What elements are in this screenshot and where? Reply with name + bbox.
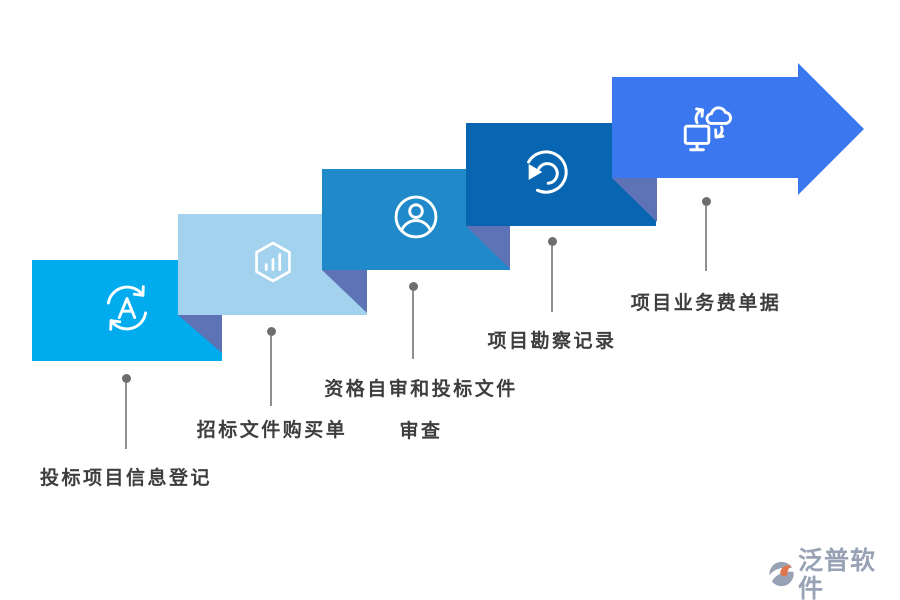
watermark: 泛普软件 www.fanpusoft.com [768, 548, 898, 600]
connector-1 [121, 374, 131, 449]
connector-4 [547, 237, 557, 312]
connector-line [270, 336, 272, 406]
fanpu-logo-icon [768, 559, 796, 594]
step-label-5: 项目业务费单据 [630, 293, 782, 314]
connector-dot [121, 374, 131, 383]
brand-name: 泛普软件 [798, 548, 877, 600]
step-label-3-line1: 资格自审和投标文件 [324, 379, 518, 400]
step-label-3-line2: 审查 [399, 421, 443, 442]
connector-line [125, 383, 127, 449]
step-arrow-5 [612, 63, 864, 195]
connector-2 [266, 327, 276, 406]
step-label-1: 投标项目信息登记 [39, 468, 213, 489]
step-label-4: 项目勘察记录 [487, 331, 617, 352]
step-label-2: 招标文件购买单 [196, 420, 348, 441]
connector-3 [408, 282, 418, 359]
connector-line [412, 291, 414, 359]
connector-dot [266, 327, 276, 336]
user-circle-icon [387, 188, 445, 251]
radar-swirl-icon [516, 142, 576, 207]
connector-dot [408, 282, 418, 291]
step-label-3: 资格自审和投标文件 审查 [324, 369, 518, 453]
cloud-computer-sync-icon [678, 99, 736, 162]
connector-dot [701, 197, 711, 206]
hexagon-bar-chart-icon [246, 233, 300, 296]
connector-5 [701, 197, 711, 271]
connector-line [705, 206, 707, 271]
sync-a-icon [98, 279, 156, 342]
connector-line [551, 246, 553, 312]
connector-dot [547, 237, 557, 246]
